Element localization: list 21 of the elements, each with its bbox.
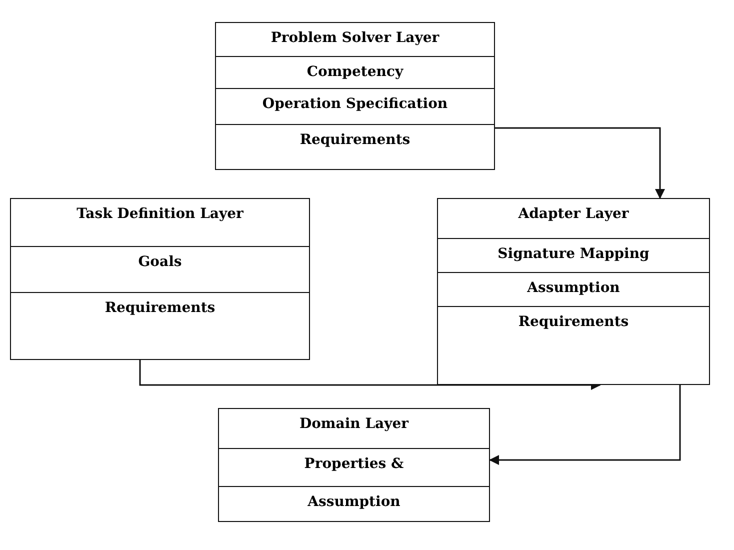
arrow [139,360,601,390]
arrow [495,127,665,199]
arrow [489,385,681,465]
layer-item: Competency [306,64,404,80]
layer-title: Problem Solver Layer [270,30,440,46]
layer-box [437,198,710,385]
layer-item: Assumption [308,494,400,510]
layer-title: Adapter Layer [518,206,629,222]
layer-item: Requirements [300,132,410,148]
layer-item: Goals [138,254,182,270]
layer-item: Signature Mapping [498,246,650,262]
layer-title: Task Definition Layer [76,206,244,222]
layer-title: Domain Layer [299,416,409,432]
layer-item: Requirements [518,314,629,330]
layer-item: Requirements [104,300,216,316]
layer-box [10,198,310,360]
layer-item: Assumption [527,280,620,296]
layer-item: Properties & [304,456,404,472]
layer-box [218,408,490,522]
layer-box [215,22,495,170]
layer-item: Operation Specification [262,96,448,112]
